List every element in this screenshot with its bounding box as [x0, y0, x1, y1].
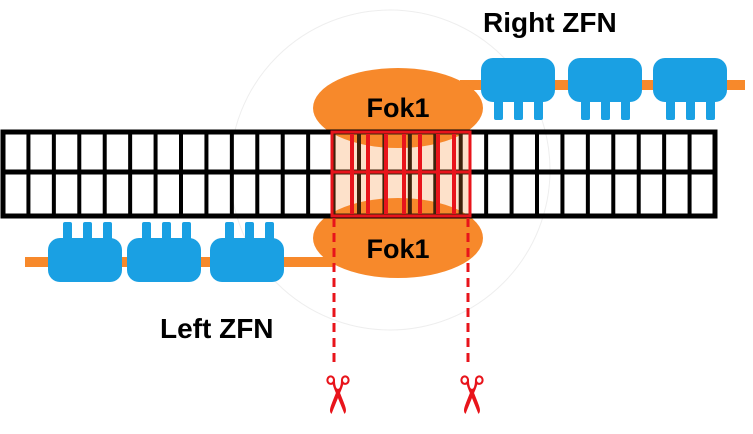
left-zfn-label: Left ZFN — [160, 313, 274, 344]
cut-site-basepairs — [332, 134, 470, 214]
right-zinc-finger — [568, 58, 642, 120]
left-zfn-fingers — [48, 222, 284, 282]
right-zinc-finger — [481, 58, 555, 120]
cut-site-region — [330, 130, 472, 218]
fok1-bottom-label: Fok1 — [366, 234, 429, 264]
scissors-icon: ✂ — [440, 373, 500, 417]
left-zinc-finger — [127, 222, 201, 282]
right-zinc-finger — [653, 58, 727, 120]
fok1-top-domain — [313, 68, 483, 148]
left-zinc-finger — [210, 222, 284, 282]
fok1-top-label: Fok1 — [366, 93, 429, 123]
left-zinc-finger — [48, 222, 122, 282]
cut-site-box — [330, 130, 472, 218]
right-zfn-label: Right ZFN — [483, 7, 617, 38]
right-zfn-fingers — [481, 58, 727, 120]
scissors-icon: ✂ — [306, 373, 366, 417]
